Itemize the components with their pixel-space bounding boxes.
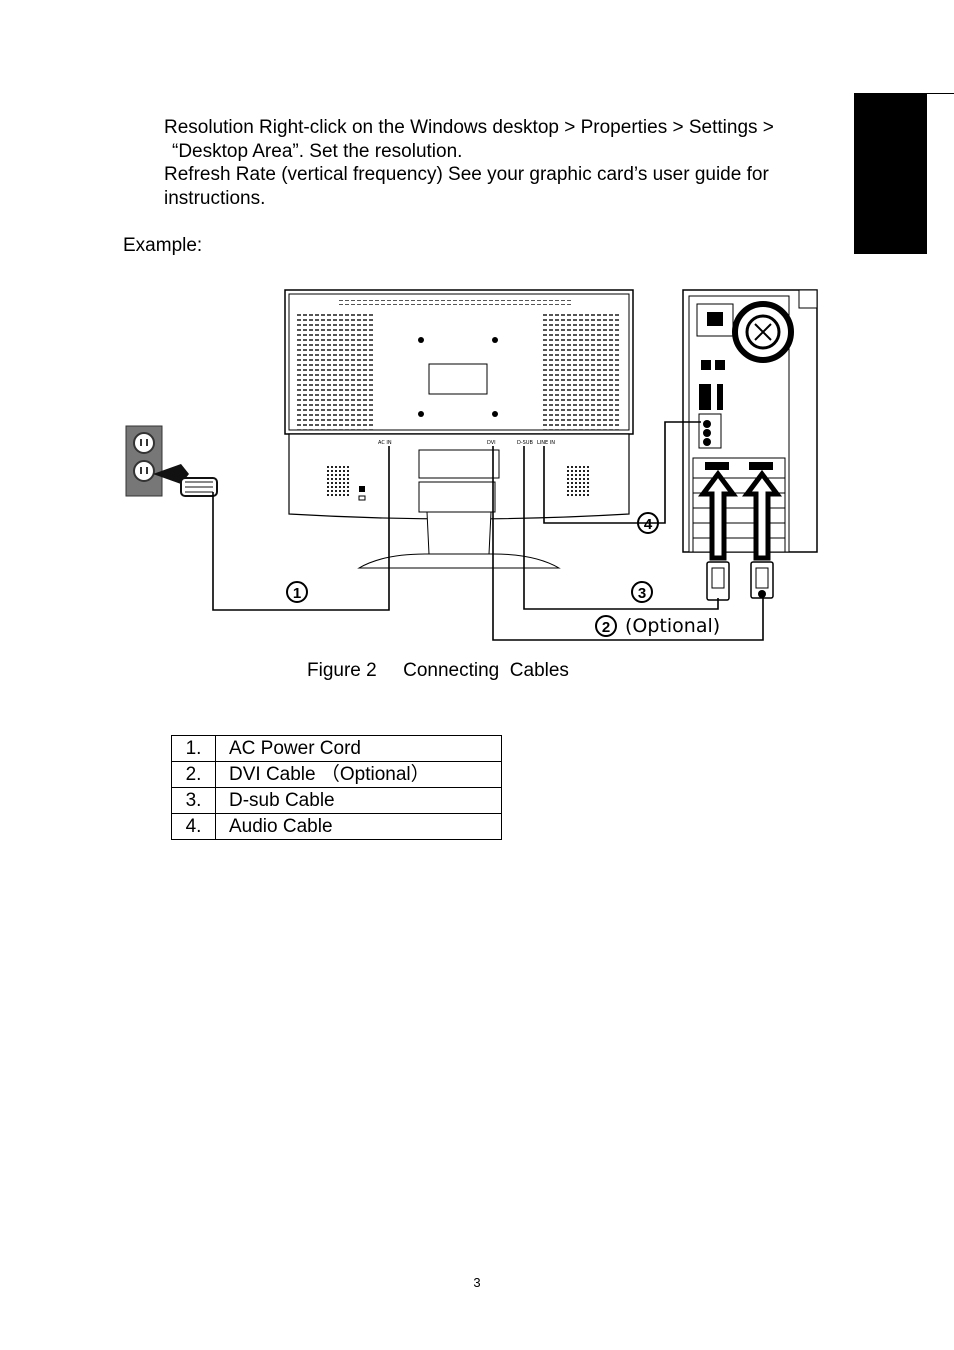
table-row: 3. D-sub Cable: [171, 787, 502, 814]
dvi-cable: [492, 446, 764, 641]
callout-1: 1: [293, 585, 301, 602]
port-label-line-in: LINE IN: [537, 440, 555, 446]
cable-legend-table: 1. AC Power Cord 2. DVI Cable （Optional）…: [171, 735, 502, 840]
audio-cable: [543, 421, 701, 524]
legend-label: D-sub Cable: [215, 787, 502, 814]
monitor-rear: AC IN DVI D-SUB LINE IN: [284, 289, 634, 520]
legend-label: DVI Cable （Optional）: [215, 761, 502, 788]
callout-3: 3: [638, 585, 646, 602]
connection-diagram: AC IN DVI D-SUB LINE IN: [125, 289, 818, 641]
port-label-ac-in: AC IN: [378, 440, 392, 446]
port-label-dsub: D-SUB: [517, 440, 533, 446]
plug-in-arrows: [698, 469, 782, 561]
legend-number: 1.: [171, 735, 216, 762]
pc-connectors: [706, 561, 774, 601]
monitor-stand: [357, 481, 561, 569]
table-row: 1. AC Power Cord: [171, 735, 502, 762]
callout-2-optional: (Optional): [625, 615, 720, 637]
example-label: Example:: [123, 235, 203, 256]
legend-label: Audio Cable: [215, 813, 502, 840]
port-label-dvi: DVI: [487, 440, 496, 446]
callout-2: 2: [602, 619, 610, 636]
power-plug: [153, 464, 218, 497]
legend-label: AC Power Cord: [215, 735, 502, 762]
page-number: 3: [473, 1275, 481, 1290]
figure-caption: Figure 2 Connecting Cables: [307, 660, 569, 681]
wall-outlet: [125, 425, 163, 497]
table-row: 2. DVI Cable （Optional）: [171, 761, 502, 788]
cable-lines: [212, 421, 764, 641]
legend-number: 2.: [171, 761, 216, 788]
resolution-instruction: Resolution Right-click on the Windows de…: [164, 117, 774, 138]
pc-tower: [682, 289, 818, 553]
legend-number: 4.: [171, 813, 216, 840]
ac-power-cable: [212, 446, 390, 611]
dsub-cable: [523, 446, 719, 610]
refresh-instruction: Refresh Rate (vertical frequency) See yo…: [164, 164, 769, 185]
refresh-instruction-cont: instructions.: [164, 188, 266, 209]
table-row: 4. Audio Cable: [171, 813, 502, 840]
section-tab-marker: [854, 93, 927, 254]
legend-number: 3.: [171, 787, 216, 814]
resolution-instruction-cont: “Desktop Area”. Set the resolution.: [172, 141, 463, 162]
callout-4: 4: [644, 516, 653, 533]
